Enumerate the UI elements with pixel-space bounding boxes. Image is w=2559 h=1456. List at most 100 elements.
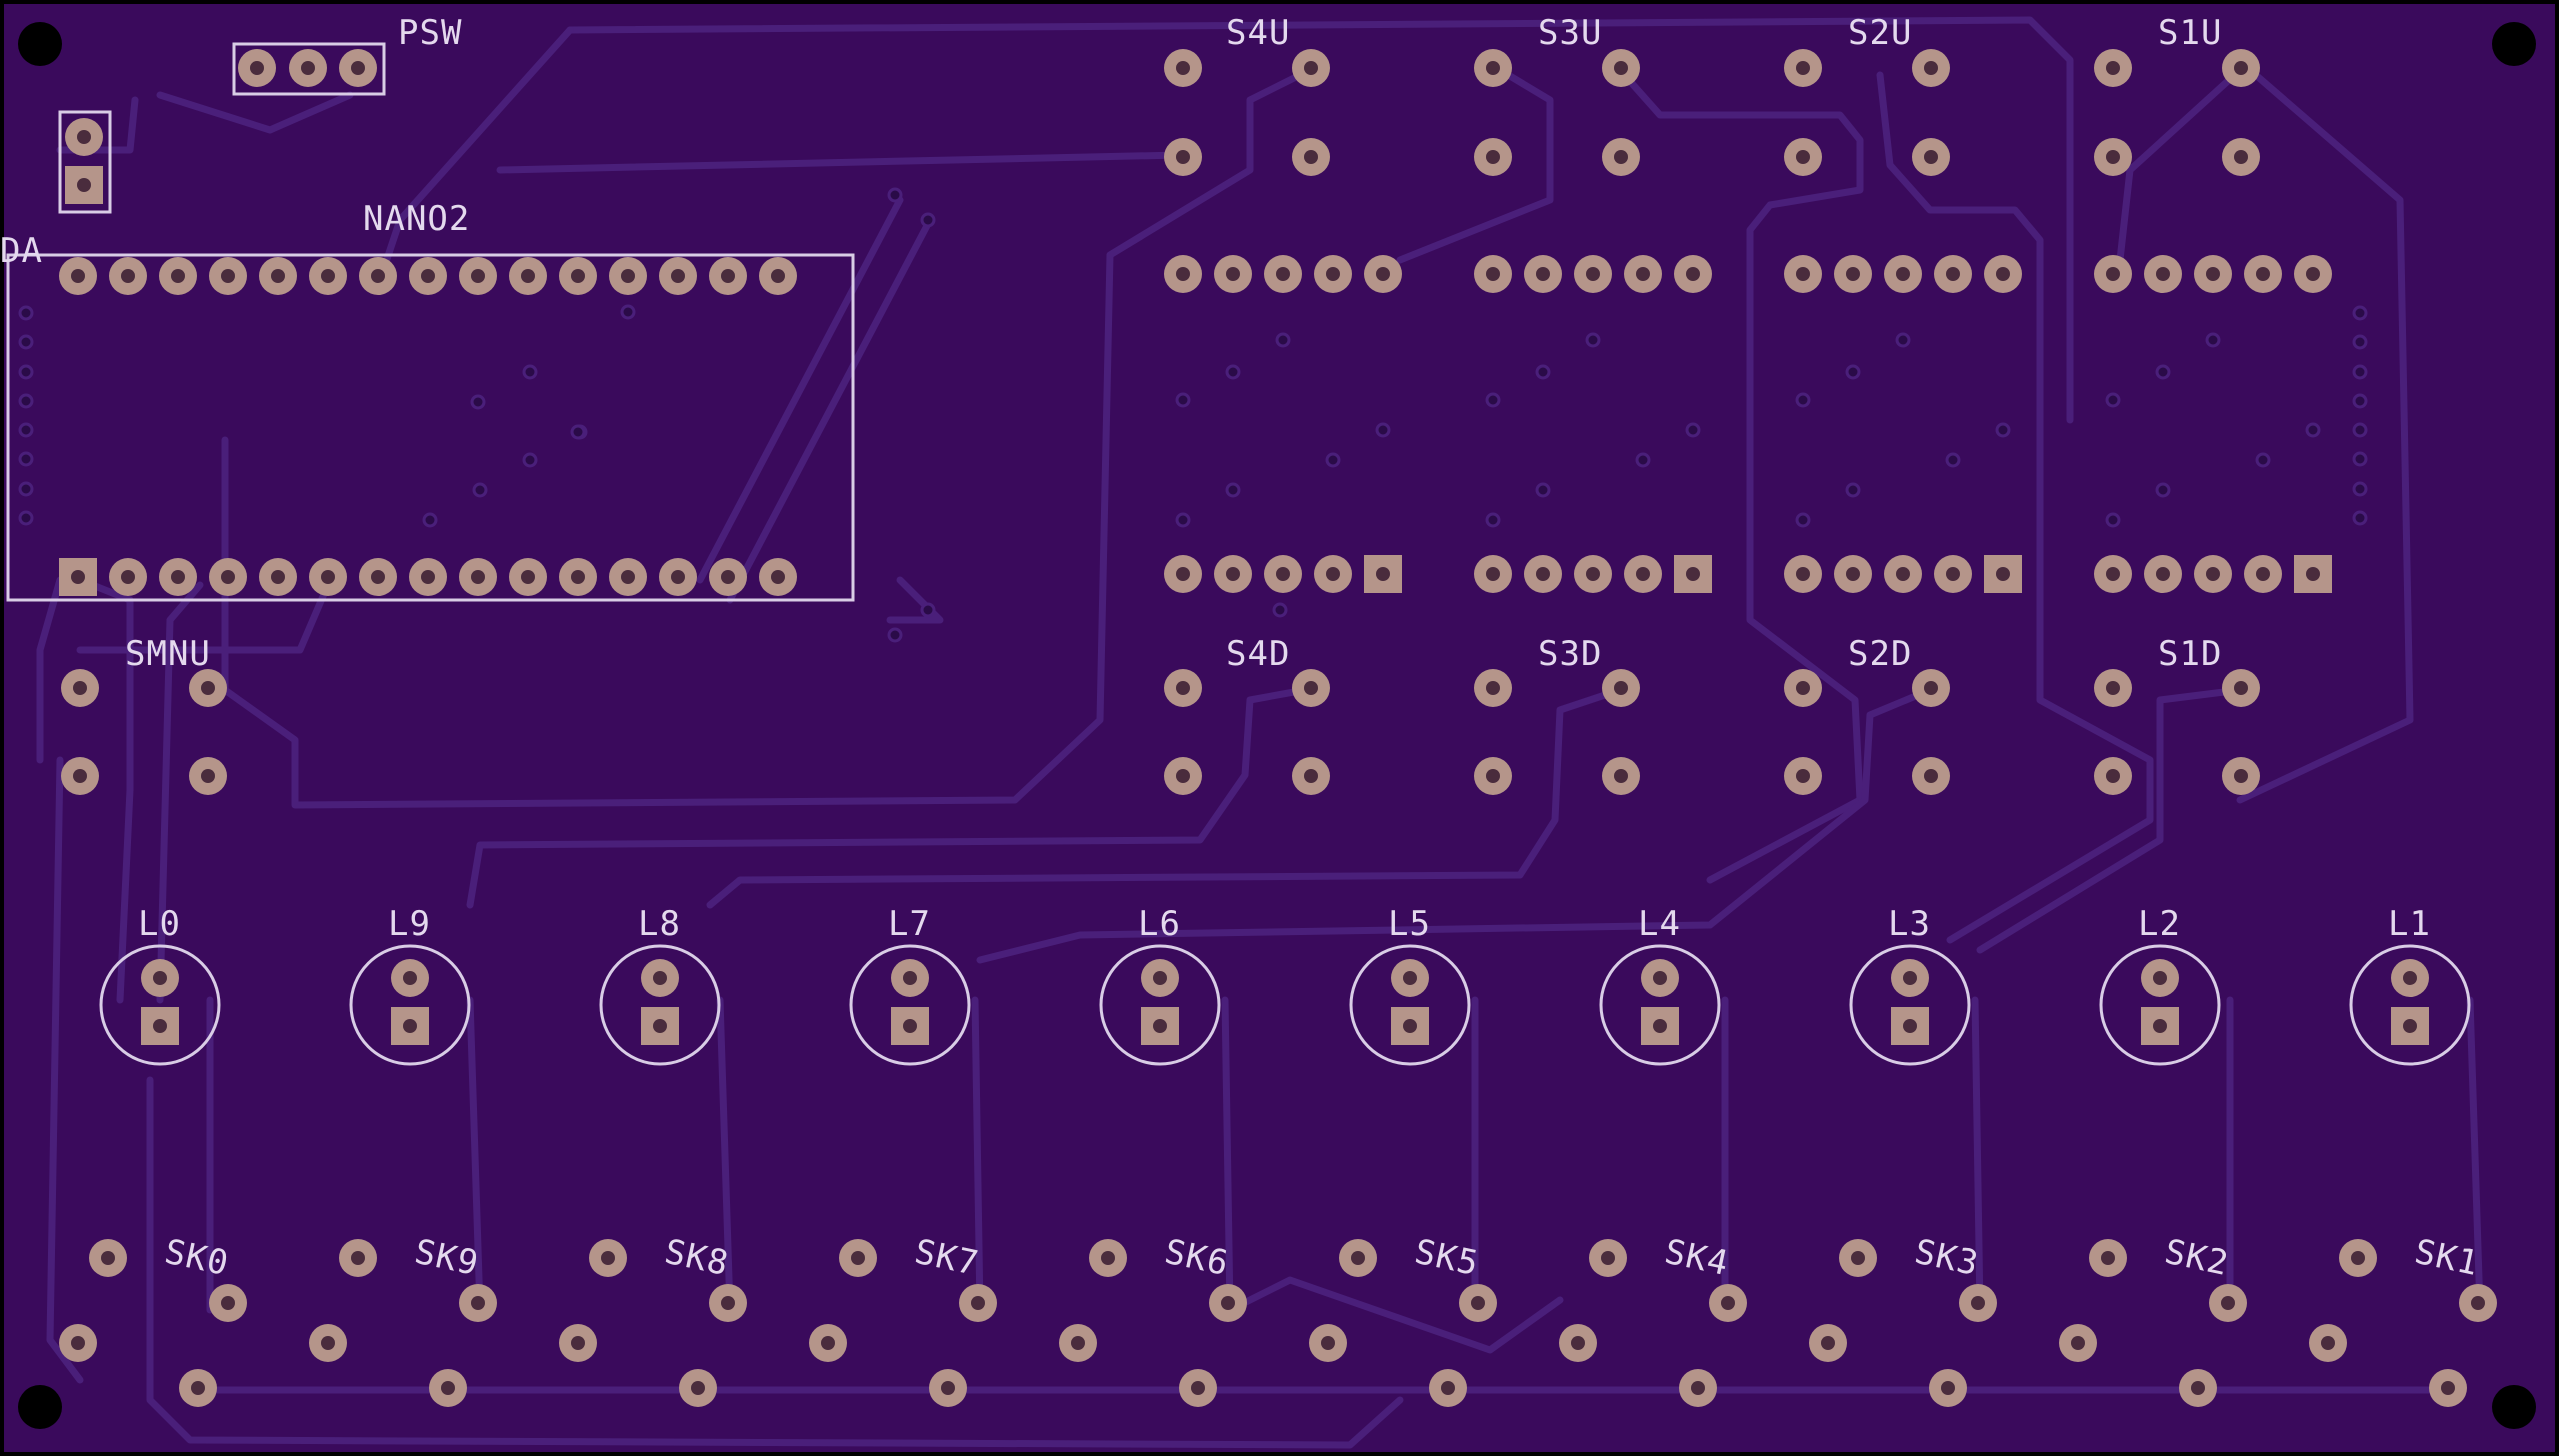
socket-pad-hole <box>2351 1251 2365 1265</box>
ic-pin-bottom-hole <box>1796 567 1810 581</box>
socket-pad-hole <box>1821 1336 1835 1350</box>
socket-pad-hole <box>1851 1251 1865 1265</box>
edge-via <box>2352 510 2368 526</box>
led-outline <box>2349 944 2471 1066</box>
jumper-outline <box>58 110 112 214</box>
switch-up-pad-hole <box>2106 61 2120 75</box>
nano-edge-via <box>18 422 34 438</box>
socket-pad-hole <box>1351 1251 1365 1265</box>
ic-pin-bottom-hole <box>1946 567 1960 581</box>
nano-pin-bottom-hole <box>221 570 235 584</box>
switch-via <box>2205 332 2221 348</box>
jumper-pin-square-hole <box>77 178 91 192</box>
switch-down-pad-hole <box>1924 769 1938 783</box>
switch-down-pad-hole <box>1614 769 1628 783</box>
led-pad-cathode-hole <box>403 1019 417 1033</box>
led-pad-cathode-hole <box>903 1019 917 1033</box>
led-label: L7 <box>888 904 931 944</box>
via <box>522 364 538 380</box>
switch-via <box>1995 422 2011 438</box>
edge-via <box>2352 481 2368 497</box>
ic-pin-top-hole <box>1796 267 1810 281</box>
led-label: L3 <box>1888 904 1931 944</box>
ic-pin-bottom-hole <box>1586 567 1600 581</box>
socket-pad-hole <box>2321 1336 2335 1350</box>
switch-up-pad-hole <box>1486 61 1500 75</box>
nano-pin-bottom-hole <box>721 570 735 584</box>
ic-pin-1-hole <box>1996 567 2010 581</box>
led-outline <box>1349 944 1471 1066</box>
nano-pin-top-hole <box>421 269 435 283</box>
led-pad-cathode-hole <box>2403 1019 2417 1033</box>
nano-pin-top-hole <box>371 269 385 283</box>
switch-via <box>1485 512 1501 528</box>
led-label: L8 <box>638 904 681 944</box>
socket-pad-hole <box>1691 1381 1705 1395</box>
label-s3u: S3U <box>1538 13 1602 53</box>
ic-pin-1-hole <box>1376 567 1390 581</box>
switch-up-pad-hole <box>1614 150 1628 164</box>
led-outline <box>99 944 221 1066</box>
label-s4u: S4U <box>1226 13 1290 53</box>
socket-pad-hole <box>2471 1296 2485 1310</box>
ic-pin-bottom-hole <box>2156 567 2170 581</box>
jumper-pin-hole <box>77 130 91 144</box>
nano-pin-top-hole <box>271 269 285 283</box>
mounting-hole <box>18 1385 62 1429</box>
mounting-hole <box>18 22 62 66</box>
switch-via <box>1225 364 1241 380</box>
switch-down-pad-hole <box>1304 681 1318 695</box>
ic-pin-bottom-hole <box>1636 567 1650 581</box>
ic-pin-top-hole <box>1226 267 1240 281</box>
switch-via <box>2255 452 2271 468</box>
ic-pin-top-hole <box>2256 267 2270 281</box>
ic-pin-top-hole <box>1276 267 1290 281</box>
switch-via <box>1685 422 1701 438</box>
switch-up-pad-hole <box>1796 61 1810 75</box>
led-outline <box>349 944 471 1066</box>
nano-pin-bottom-hole <box>371 570 385 584</box>
socket-pad-hole <box>821 1336 835 1350</box>
socket-pad-hole <box>1221 1296 1235 1310</box>
nano-pin-top-hole <box>471 269 485 283</box>
smnu-pad-hole <box>73 681 87 695</box>
nano2-outline <box>6 253 855 602</box>
led-outline <box>599 944 721 1066</box>
led-label: L5 <box>1388 904 1431 944</box>
nano-pin-top-hole <box>121 269 135 283</box>
led-outline <box>1849 944 1971 1066</box>
via <box>920 602 936 618</box>
label-s4d: S4D <box>1226 634 1290 674</box>
led-pad-anode-hole <box>403 971 417 985</box>
nano-pin-top-hole <box>771 269 785 283</box>
socket-pad-hole <box>941 1381 955 1395</box>
switch-via <box>1225 482 1241 498</box>
nano-pin-1-hole <box>71 570 85 584</box>
nano-pin-top-hole <box>571 269 585 283</box>
nano-edge-via <box>18 481 34 497</box>
switch-up-pad-hole <box>1304 150 1318 164</box>
led-label: L6 <box>1138 904 1181 944</box>
switch-via <box>1485 392 1501 408</box>
switch-down-pad-hole <box>1304 769 1318 783</box>
switch-down-pad-hole <box>2106 681 2120 695</box>
ic-pin-bottom-hole <box>1896 567 1910 581</box>
via <box>470 394 486 410</box>
switch-up-pad-hole <box>1176 150 1190 164</box>
socket-pad-hole <box>601 1251 615 1265</box>
switch-via <box>1585 332 1601 348</box>
copper-traces <box>36 16 2484 1449</box>
via <box>887 627 903 643</box>
socket-pad-hole <box>2221 1296 2235 1310</box>
led-pad-cathode-hole <box>1903 1019 1917 1033</box>
nano-pin-bottom-hole <box>121 570 135 584</box>
switch-up-pad-hole <box>2106 150 2120 164</box>
switch-up-pad-hole <box>1796 150 1810 164</box>
led-outline <box>1599 944 1721 1066</box>
led-outline <box>849 944 971 1066</box>
switch-via <box>1325 452 1341 468</box>
nano-pin-bottom-hole <box>771 570 785 584</box>
switch-down-pad-hole <box>1486 681 1500 695</box>
ic-pin-bottom-hole <box>1326 567 1340 581</box>
